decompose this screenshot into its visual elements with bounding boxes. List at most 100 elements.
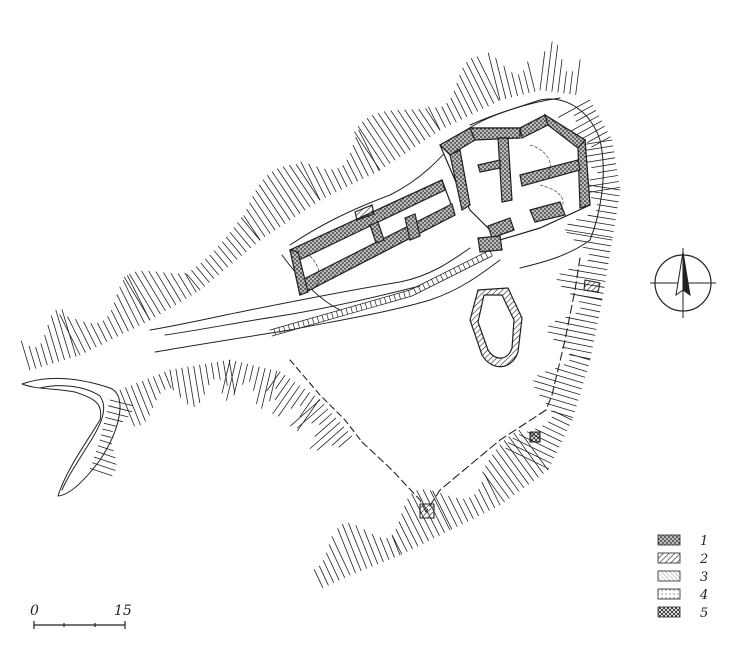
stair-step	[408, 290, 411, 297]
hachure-stroke	[453, 90, 468, 117]
hachure-stroke	[170, 272, 187, 299]
hachure-stroke	[371, 533, 384, 563]
hachure-stroke	[432, 490, 453, 530]
hachure-stroke	[548, 325, 596, 336]
hachure-stroke	[106, 411, 129, 418]
stair-step	[453, 267, 457, 274]
stair-step	[471, 258, 475, 265]
horseshoe-bastion	[469, 287, 523, 368]
hachure-stroke	[597, 169, 618, 174]
hachure-stroke	[567, 223, 614, 232]
hachure-stroke	[587, 214, 616, 221]
hachure-stroke	[107, 316, 118, 337]
hachure-stroke	[534, 386, 579, 401]
hachure-stroke	[92, 462, 116, 471]
hachure-stroke	[163, 272, 182, 302]
hachure-stroke	[578, 301, 602, 307]
hachure-stroke	[555, 367, 586, 378]
hachure-stroke	[390, 110, 416, 148]
hachure-stroke	[469, 497, 479, 517]
hachure-stroke	[441, 106, 452, 125]
hachure-stroke	[587, 131, 608, 143]
hachure-stroke	[266, 371, 281, 392]
hachure-stroke	[363, 529, 379, 565]
stair-step	[287, 324, 291, 331]
hachure-stroke	[397, 109, 421, 144]
hachure-stroke	[429, 490, 451, 531]
stair-step	[369, 301, 372, 308]
rock-outcrop-contours	[21, 97, 604, 497]
hachure-stroke	[158, 373, 166, 390]
hachure-stroke	[566, 232, 613, 241]
stair-step	[350, 306, 353, 314]
hachure-stroke	[481, 481, 496, 509]
stair-step	[311, 317, 315, 325]
hachure-stroke	[450, 97, 462, 120]
hachure-stroke	[20, 340, 31, 371]
hachure-stroke	[511, 72, 518, 96]
hachure-stroke	[456, 82, 473, 115]
hachure-stroke	[513, 432, 544, 474]
stair-step	[388, 295, 392, 303]
hachure-stroke	[346, 159, 359, 182]
hachure-stroke	[309, 422, 341, 449]
hachure-stroke	[296, 399, 320, 432]
stair-step	[403, 291, 406, 298]
hachure-stroke	[83, 321, 97, 348]
hachure-stroke	[249, 202, 271, 234]
stair-step	[379, 298, 382, 305]
hachure-stroke	[569, 353, 591, 361]
legend-label: 1	[700, 534, 708, 549]
hachure-stroke	[252, 196, 276, 231]
hachure-stroke	[446, 103, 457, 123]
hachure-stroke	[587, 259, 609, 265]
hachure-stroke	[325, 552, 340, 581]
stair-step	[273, 328, 276, 336]
hachure-stroke	[557, 59, 563, 93]
stair-step	[355, 305, 358, 312]
hachure-stroke	[210, 362, 215, 380]
hachure-stroke	[130, 385, 146, 422]
hachure-stroke	[558, 99, 591, 118]
hachure-stroke	[35, 346, 42, 368]
hachure-stroke	[124, 276, 151, 321]
hachure-stroke	[47, 324, 60, 362]
hachure-stroke	[418, 109, 436, 134]
hachure-stroke	[503, 440, 534, 482]
hachure-stroke	[337, 168, 348, 188]
hachure-stroke	[129, 273, 156, 318]
hachure-stroke	[435, 107, 446, 128]
hachure-stroke	[478, 488, 490, 511]
hachure-stroke	[448, 495, 463, 525]
hachure-stroke	[225, 236, 242, 256]
hachure-stroke	[574, 104, 594, 116]
hachure-stroke	[523, 70, 530, 94]
hachure-stroke	[331, 536, 351, 576]
hachure-stroke	[488, 459, 515, 496]
stair-step	[340, 309, 344, 316]
hachure-stroke	[354, 131, 381, 171]
hachure-stroke	[591, 197, 619, 203]
hachure-stroke	[242, 363, 248, 385]
hachure-stroke	[233, 227, 252, 249]
scale-end-label: 15	[114, 603, 132, 619]
hachure-stroke	[391, 535, 401, 556]
stair-step	[283, 325, 286, 333]
hachure-stroke	[569, 359, 589, 367]
hachure-stroke	[563, 71, 567, 94]
stair-step	[444, 272, 448, 279]
hachure-stroke	[169, 369, 174, 391]
hachure-stroke	[255, 190, 281, 228]
stair-step	[431, 278, 435, 285]
hachure-stroke	[440, 493, 458, 527]
stair-step	[278, 327, 281, 334]
stair-step	[292, 323, 296, 330]
stair-step	[466, 261, 471, 268]
stairway	[269, 249, 493, 337]
hachure-stroke	[209, 254, 224, 272]
hachure-stroke	[342, 164, 353, 185]
hachure-stroke	[553, 338, 593, 348]
hachure-stroke	[295, 164, 321, 201]
stair-step	[302, 320, 305, 327]
hachure-stroke	[102, 428, 113, 432]
